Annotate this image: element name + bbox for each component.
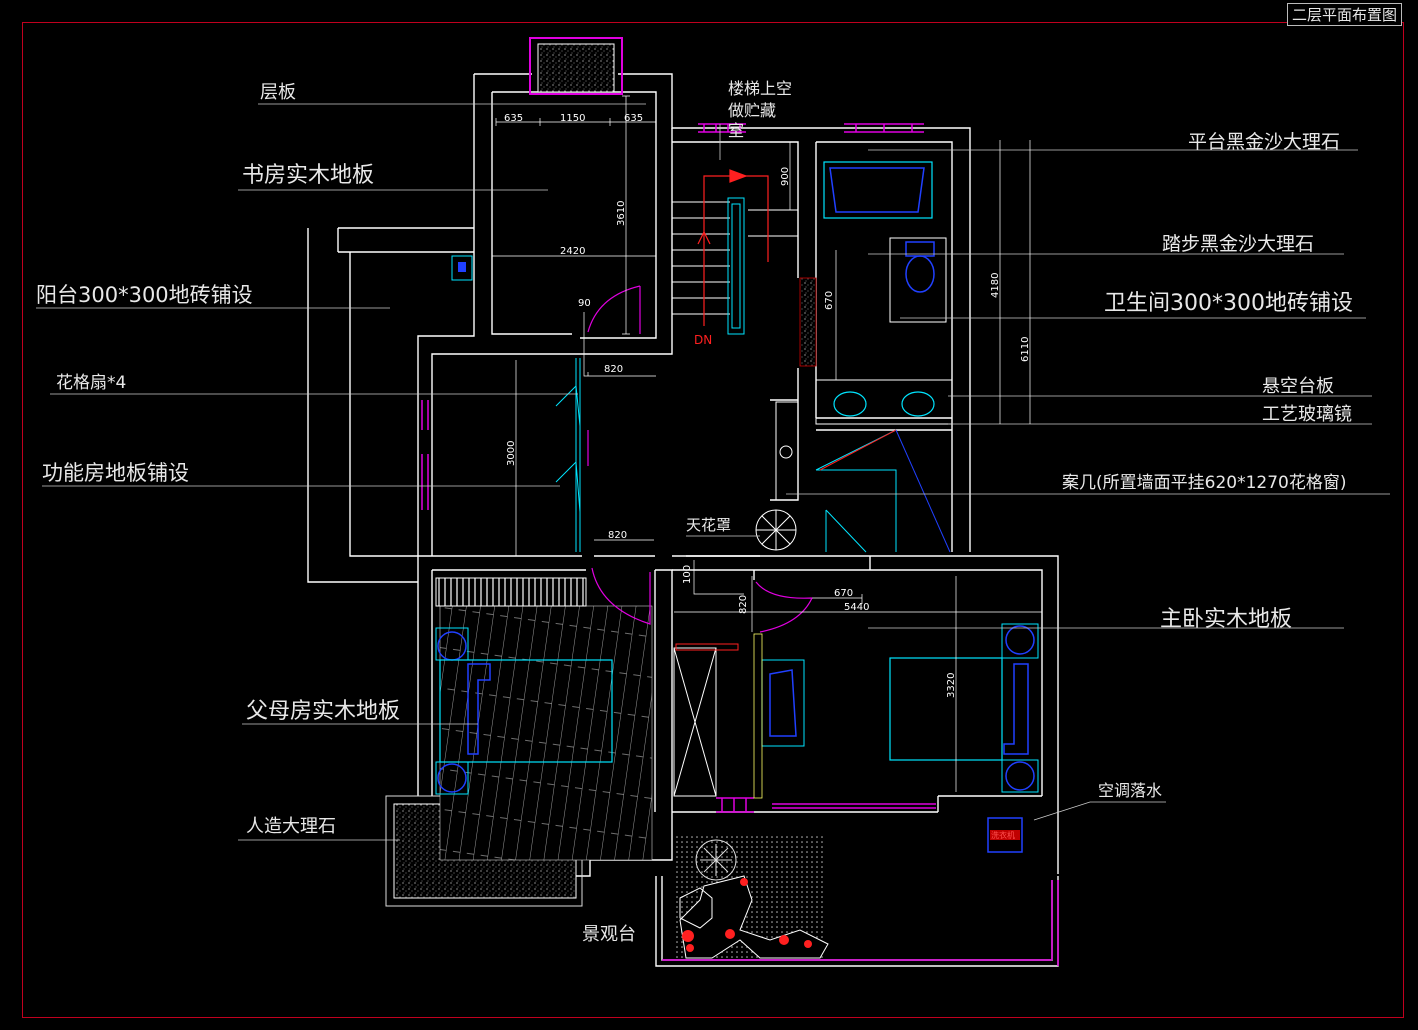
top-planter-frame [529, 37, 623, 95]
balcony-outline [307, 227, 474, 583]
ceiling-hood-plant [755, 509, 797, 551]
windows [421, 123, 1059, 966]
label-bathroom-tile: 卫生间300*300地砖铺设 [1104, 291, 1353, 316]
toilet [889, 237, 947, 323]
label-slab: 层板 [260, 82, 296, 103]
dim-3000: 3000 [506, 441, 517, 466]
label-parents-room-floor: 父母房实木地板 [246, 699, 400, 724]
master-wall [672, 555, 1059, 874]
dim-5440: 5440 [844, 602, 869, 613]
parents-bed [435, 627, 613, 795]
dim-1150: 1150 [560, 113, 585, 124]
dim-100: 100 [682, 565, 693, 584]
label-lattice-fan: 花格扇*4 [56, 373, 126, 393]
drawing-frame [22, 22, 1404, 1018]
label-study-floor: 书房实木地板 [242, 163, 374, 188]
label-art-glass-mirror: 工艺玻璃镜 [1262, 404, 1352, 425]
label-platform-marble: 平台黑金沙大理石 [1188, 131, 1340, 153]
stair-arrow [697, 169, 769, 326]
vanity [815, 379, 953, 425]
master-wardrobe [673, 643, 739, 797]
dim-820-master: 820 [738, 595, 749, 614]
master-bed [753, 623, 1039, 799]
dim-90: 90 [578, 298, 591, 309]
washer-label: 洗衣机 [991, 830, 1015, 840]
stair [672, 197, 798, 335]
balcony-drain [451, 255, 473, 281]
sheet-title: 二层平面布置图 [1286, 3, 1402, 26]
label-function-room-floor: 功能房地板铺设 [42, 461, 189, 485]
dim-670-master: 670 [834, 588, 853, 599]
dim-6110: 6110 [1020, 337, 1031, 362]
doors [587, 285, 813, 633]
label-balcony-tile: 阳台300*300地砖铺设 [36, 283, 253, 307]
washer: 洗衣机 [987, 817, 1023, 853]
label-stair-void-2: 做贮藏 [728, 101, 776, 120]
bathtub [823, 161, 933, 219]
label-step-marble: 踏步黑金沙大理石 [1162, 233, 1314, 255]
label-ac-drain: 空调落水 [1098, 781, 1162, 800]
door-leaves [555, 358, 867, 553]
dim-4180: 4180 [990, 273, 1001, 298]
dim-820-upper: 820 [604, 364, 623, 375]
terrace-landscape [679, 839, 829, 959]
stair-dn-label: DN [694, 333, 712, 347]
dim-3610: 3610 [616, 201, 627, 226]
study-wall-outer [417, 73, 700, 556]
study-wall-inner [491, 91, 657, 339]
top-planter-hatch [537, 43, 615, 93]
dim-670-bath: 670 [824, 291, 835, 310]
center-wall [418, 368, 799, 557]
label-artificial-marble: 人造大理石 [246, 816, 336, 837]
bath-wall-marble [799, 277, 817, 367]
dim-900: 900 [780, 167, 791, 186]
label-floating-counter: 悬空台板 [1262, 376, 1334, 397]
leader-lines [36, 103, 1390, 841]
label-stair-void-1: 楼梯上空 [728, 79, 792, 98]
bathroom-fixtures [775, 161, 953, 553]
dim-635-left: 635 [504, 113, 523, 124]
label-stair-void-3: 室 [728, 121, 744, 140]
label-console-table: 案几(所置墙面平挂620*1270花格窗) [1062, 473, 1346, 493]
label-landscape-terrace: 景观台 [582, 924, 636, 945]
dim-3320: 3320 [946, 673, 957, 698]
dim-820-lower: 820 [608, 530, 627, 541]
parents-wood-floor [439, 605, 653, 861]
dim-2420: 2420 [560, 246, 585, 257]
parents-wardrobe-slats [435, 577, 587, 607]
label-ceiling-hood: 天花罩 [686, 516, 731, 534]
stair-wall [431, 127, 971, 556]
parents-wall [417, 556, 673, 877]
dim-635-right: 635 [624, 113, 643, 124]
label-master-floor: 主卧实木地板 [1160, 607, 1292, 632]
dimension-lines [492, 95, 1042, 792]
